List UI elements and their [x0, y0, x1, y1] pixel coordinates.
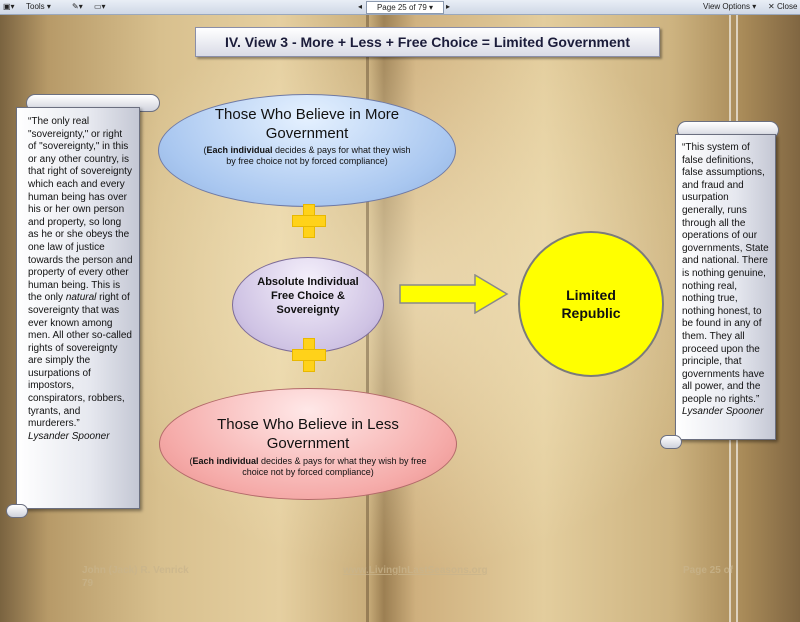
free-choice-text: Absolute Individual Free Choice & Sovere…	[257, 276, 359, 316]
left-quote-scroll: “The only real "sovereignty," or right o…	[16, 107, 140, 509]
footer-page-total: 79	[82, 578, 94, 589]
less-government-ellipse: Those Who Believe in Less Government (Ea…	[159, 388, 457, 500]
limited-republic-circle: Limited Republic	[518, 231, 664, 377]
plus-icon	[292, 204, 326, 238]
close-button[interactable]: ✕ Close	[768, 2, 798, 11]
more-government-heading: Those Who Believe in More Government	[214, 106, 400, 142]
reader-toolbar: ▣▾ Tools ▾ ✎▾ ▭▾ ◂ Page 25 of 79 ▾ ▸ Vie…	[0, 0, 800, 15]
left-quote-text: “The only real "sovereignty," or right o…	[28, 116, 133, 430]
close-label: Close	[776, 2, 798, 11]
more-government-ellipse: Those Who Believe in More Government (Ea…	[158, 94, 456, 207]
slide-title: IV. View 3 - More + Less + Free Choice =…	[195, 27, 660, 57]
footer-page-number: Page 25 of	[683, 565, 734, 576]
less-government-subtext: (Each individual decides & pays for what…	[189, 456, 427, 477]
limited-republic-label: Limited Republic	[561, 287, 621, 321]
plus-icon	[292, 338, 326, 372]
page-label: Page 25 of 79	[376, 3, 427, 12]
scroll-curl-bottom	[6, 504, 28, 518]
save-icon[interactable]: ▣▾	[3, 2, 15, 11]
slide: IV. View 3 - More + Less + Free Choice =…	[0, 15, 800, 622]
highlight-icon[interactable]: ✎▾	[72, 2, 83, 11]
free-choice-ellipse: Absolute Individual Free Choice & Sovere…	[232, 257, 384, 353]
less-government-heading: Those Who Believe in Less Government	[217, 416, 399, 452]
next-page-icon[interactable]: ▸	[446, 2, 451, 11]
right-quote-text: “This system of false definitions, false…	[682, 142, 769, 405]
right-quote-scroll: “This system of false definitions, false…	[675, 134, 776, 440]
view-options-menu[interactable]: View Options ▾	[703, 2, 757, 11]
scroll-curl-bottom	[660, 435, 682, 449]
prev-page-icon[interactable]: ◂	[358, 2, 363, 11]
tools-menu[interactable]: Tools ▾	[26, 2, 51, 11]
more-government-subtext: (Each individual decides & pays for what…	[203, 145, 411, 166]
footer-author: John (Jack) R. Venrick	[82, 565, 189, 576]
page-selector[interactable]: Page 25 of 79 ▾	[366, 1, 444, 14]
tools-label: Tools	[26, 2, 45, 11]
right-arrow-icon	[399, 274, 509, 314]
footer-website-link[interactable]: www.LivingInLastSeasons.org	[343, 565, 488, 576]
view-options-label: View Options	[703, 2, 750, 11]
left-quote-author: Lysander Spooner	[28, 430, 110, 442]
comment-icon[interactable]: ▭▾	[94, 2, 106, 11]
right-quote-author: Lysander Spooner	[682, 406, 764, 418]
